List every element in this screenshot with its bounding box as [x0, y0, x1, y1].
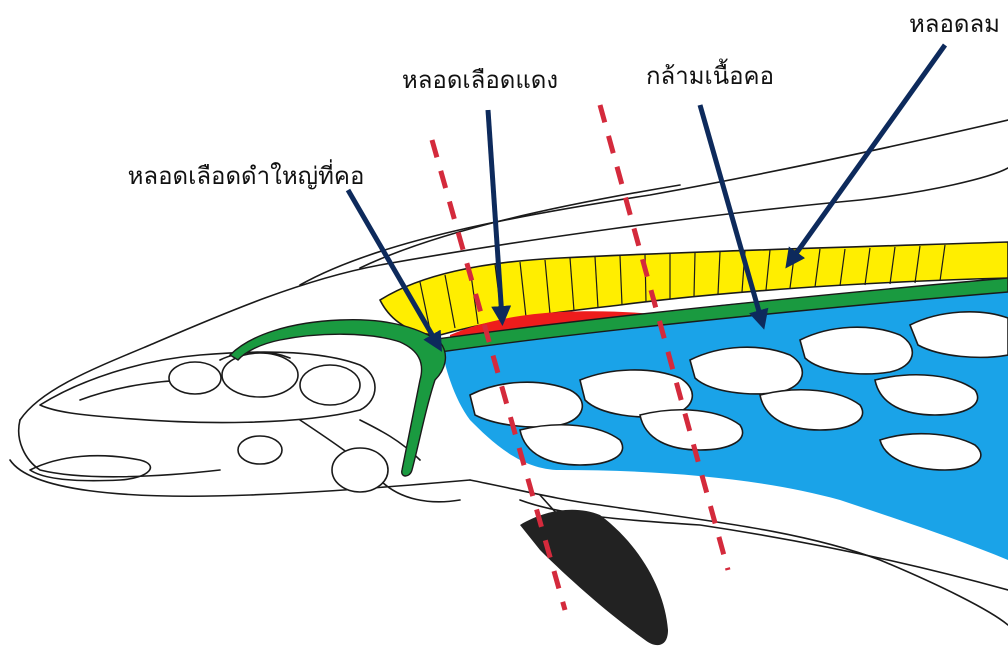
trachea-label: หลอดลม	[909, 10, 1000, 38]
artery-label: หลอดเลือดแดง	[402, 66, 558, 94]
neck-muscle-label: กล้ามเนื้อคอ	[646, 58, 774, 90]
trachea-arrow	[790, 45, 945, 262]
skull	[40, 352, 460, 502]
beak	[520, 510, 668, 645]
jugular-vein-label: หลอดเลือดดำใหญ่ที่คอ	[128, 159, 365, 190]
